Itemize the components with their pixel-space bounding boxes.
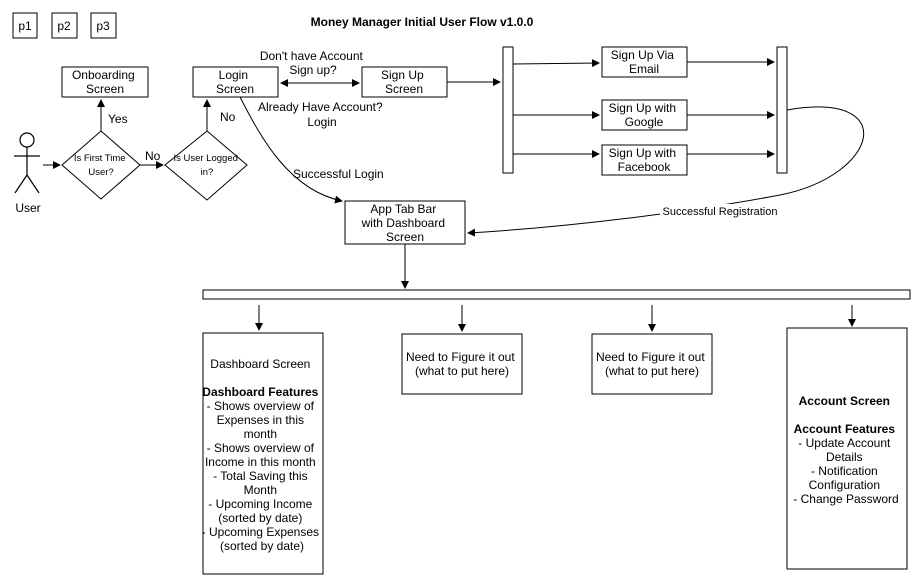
edge-label-no-first: No [145,149,161,163]
node-label: Dashboard Screen Dashboard Features - Sh… [202,357,323,553]
node-label: Account Screen Account Features - Update… [793,394,898,506]
signup-google-node[interactable]: Sign Up with Google [601,99,688,131]
edge-label-yes: Yes [108,112,128,126]
page-tab-p1[interactable]: p1 [12,12,38,39]
login-screen-node[interactable]: Login Screen [192,66,279,98]
signup-email-node[interactable]: Sign Up Via Email [601,46,688,78]
tab-fork-bar [202,289,911,300]
page-tab-p2[interactable]: p2 [51,12,78,39]
edge-login-to-app [239,96,343,204]
edge-label-bg [660,204,780,218]
decision-label: Is User Logged in? [173,153,240,178]
node-label: Need to Figure it out (what to put here) [406,350,518,378]
diagram-title: Money Manager Initial User Flow v1.0.0 [311,15,534,29]
signup-fork-bar [502,46,514,174]
signup-facebook-node[interactable]: Sign Up with Facebook [601,144,688,176]
edge-fork-to-email [512,59,600,68]
edge-label-successful-registration: Successful Registration [663,206,778,218]
app-tab-bar-node[interactable]: App Tab Bar with Dashboard Screen [344,200,466,245]
decision-label: Is First Time User? [74,153,128,178]
dashboard-screen-node[interactable]: Dashboard Screen Dashboard Features - Sh… [202,332,324,575]
node-label: Sign Up with Facebook [609,146,680,174]
decision-first-time-user[interactable]: Is First Time User? [61,130,141,200]
account-screen-node[interactable]: Account Screen Account Features - Update… [786,327,908,570]
tbd-screen-node-1[interactable]: Need to Figure it out (what to put here) [401,333,523,395]
node-label: Sign Up Via Email [611,48,678,76]
edge-label-successful-login: Successful Login [293,167,384,181]
page-tab-label: p3 [96,19,110,33]
onboarding-screen-node[interactable]: Onboarding Screen [61,66,149,98]
page-tab-p3[interactable]: p3 [90,12,117,39]
decision-user-logged-in[interactable]: Is User Logged in? [164,130,248,201]
edge-registration-to-app [467,106,865,237]
edge-label-already-have-account: Already Have Account? Login [258,100,386,129]
node-label: Onboarding Screen [72,68,138,96]
signup-join-bar [776,46,788,174]
user-actor-icon [14,132,40,194]
node-label: Sign Up with Google [609,101,680,129]
user-actor-label: User [15,201,40,215]
edge-label-dont-have-account: Don't have Account Sign up? [260,49,366,77]
signup-screen-node[interactable]: Sign Up Screen [361,66,448,98]
node-label: App Tab Bar with Dashboard Screen [361,202,449,244]
node-label: Need to Figure it out (what to put here) [596,350,708,378]
page-tab-label: p1 [18,19,32,33]
page-tab-label: p2 [57,19,71,33]
node-label: Login Screen [216,68,254,96]
tbd-screen-node-2[interactable]: Need to Figure it out (what to put here) [591,333,713,395]
node-label: Sign Up Screen [381,68,427,96]
edge-label-no-logged: No [220,110,236,124]
